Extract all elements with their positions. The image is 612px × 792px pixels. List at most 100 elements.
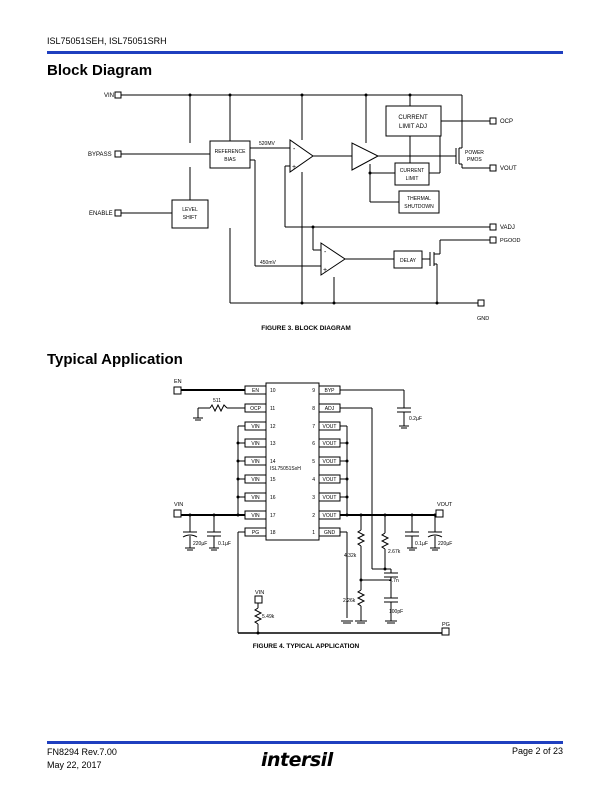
ic-right-pin-number: 6: [312, 441, 315, 447]
r-fb-value: 2.67k: [388, 549, 401, 555]
label-enable: ENABLE: [89, 211, 113, 217]
pin-vout-terminal: [435, 509, 444, 518]
pin-pg-terminal: [441, 627, 450, 636]
ic-right-pin-number: 9: [312, 388, 315, 394]
r-top-value: 4.32k: [344, 553, 357, 559]
header-rule: [47, 51, 563, 54]
c-out-value: 0.1µF: [415, 541, 428, 547]
net-en: EN: [174, 379, 182, 385]
ic-left-pin-name: VIN: [251, 495, 260, 501]
ic-left-pin-name: VIN: [251, 459, 260, 465]
net-vin-pullup: VIN: [255, 590, 264, 596]
ic-left-pin-name: VIN: [251, 477, 260, 483]
ic-name: ISL75051SxH: [270, 466, 301, 472]
text-limit: LIMIT: [406, 176, 419, 182]
figure4-caption: FIGURE 4. TYPICAL APPLICATION: [253, 643, 360, 650]
ic-left-pin-name: PG: [252, 530, 259, 536]
net-vin: VIN: [174, 502, 183, 508]
r-ocp-value: 511: [213, 398, 221, 404]
label-gnd: GND: [477, 316, 489, 322]
text-current: CURRENT: [400, 168, 424, 174]
ic-right-pin-name: VOUT: [323, 513, 337, 519]
net-pg: PG: [442, 622, 450, 628]
footer-date: May 22, 2017: [47, 760, 102, 770]
footer-rule: [47, 741, 563, 744]
footer-page: Page 2 of 23: [511, 746, 563, 756]
ic-left-pin-number: 15: [270, 477, 276, 483]
ic-left-pin-number: 14: [270, 459, 276, 465]
ic-right-pin-name: ADJ: [325, 406, 335, 412]
text-bias: BIAS: [224, 157, 236, 163]
c-fb-value: 100pF: [389, 609, 403, 615]
ic-right-pin-number: 8: [312, 406, 315, 412]
c-out-bulk-value: 220µF: [438, 541, 452, 547]
text-limit-adj: LIMIT ADJ: [399, 124, 427, 130]
label-vin: VIN: [104, 93, 114, 99]
ic-left-pin-name: VIN: [251, 424, 260, 430]
ic-left-pin-number: 12: [270, 424, 276, 430]
text-520mv: 520MV: [259, 141, 276, 147]
text-delay: DELAY: [400, 258, 417, 264]
ic-left-pin-number: 16: [270, 495, 276, 501]
c-in-bulk-value: 220µF: [193, 541, 207, 547]
label-vadj: VADJ: [500, 225, 515, 231]
text-450mv: 450mV: [260, 260, 277, 266]
ic-left-pin-name: OCP: [250, 406, 262, 412]
reference-bias-block: [209, 140, 251, 169]
figure3-caption: FIGURE 3. BLOCK DIAGRAM: [261, 325, 351, 332]
current-limit-block: [394, 162, 430, 186]
text-current-adj: CURRENT: [398, 115, 428, 121]
c-ff-value: 4.7n: [389, 578, 399, 584]
net-vout: VOUT: [437, 502, 453, 508]
text-shutdown: SHUTDOWN: [404, 204, 434, 210]
text-thermal: THERMAL: [407, 196, 431, 202]
level-shift-block: [171, 199, 209, 229]
ic-right-pin-number: 5: [312, 459, 315, 465]
ic-right-pin-name: VOUT: [323, 495, 337, 501]
ic-left-pin-number: 13: [270, 441, 276, 447]
ic-right-pin-name: VOUT: [323, 424, 337, 430]
ic-left-pin-number: 11: [270, 406, 275, 412]
ic-right-pin-number: 3: [312, 495, 315, 501]
ic-left-pin-name: EN: [252, 388, 259, 394]
footer-doc-id: FN8294 Rev.7.00: [47, 747, 117, 757]
ic-left-pin-number: 18: [270, 530, 276, 536]
ic-right-pin-number: 4: [312, 477, 315, 483]
ic-right-pin-name: GND: [324, 530, 336, 536]
block-diagram-title: Block Diagram: [47, 62, 153, 79]
pin-en-terminal: [173, 386, 182, 395]
ic-right-pin-name: BYP: [324, 388, 335, 394]
intersil-logo: intersil: [261, 749, 333, 771]
text-power: POWER: [465, 150, 484, 156]
ic-right-pin-number: 7: [312, 424, 315, 430]
ic-right-pin-name: VOUT: [323, 477, 337, 483]
ic-right-pin-number: 1: [312, 530, 315, 536]
text-reference: REFERENCE: [215, 149, 247, 155]
label-ocp: OCP: [500, 119, 513, 125]
text-level: LEVEL: [182, 207, 198, 213]
erramp-minus: -: [293, 146, 296, 153]
pin-vin-pullup-terminal: [254, 595, 263, 604]
comp-minus: -: [324, 249, 327, 256]
c-in-value: 0.1µF: [218, 541, 231, 547]
label-bypass: BYPASS: [88, 152, 112, 158]
r-pg-value: 5.49k: [262, 614, 275, 620]
current-limit-adj-block: [385, 105, 442, 137]
ic-right-pin-name: VOUT: [323, 441, 337, 447]
ic-right-pin-number: 2: [312, 513, 315, 519]
typical-application-title: Typical Application: [47, 351, 183, 368]
ic-left-pin-name: VIN: [251, 513, 260, 519]
pin-vin-terminal: [173, 509, 182, 518]
c-byp-value: 0.2µF: [409, 416, 422, 422]
label-pgood: PGOOD: [500, 238, 521, 244]
erramp-plus: +: [292, 164, 296, 171]
footer-left: FN8294 Rev.7.00 May 22, 2017: [47, 746, 117, 772]
comp-plus: +: [323, 267, 327, 274]
label-vout: VOUT: [500, 166, 517, 172]
ic-left-pin-name: VIN: [251, 441, 260, 447]
ic-left-pin-number: 17: [270, 513, 276, 519]
header-title: ISL75051SEH, ISL75051SRH: [47, 36, 167, 46]
text-pmos: PMOS: [467, 157, 482, 163]
